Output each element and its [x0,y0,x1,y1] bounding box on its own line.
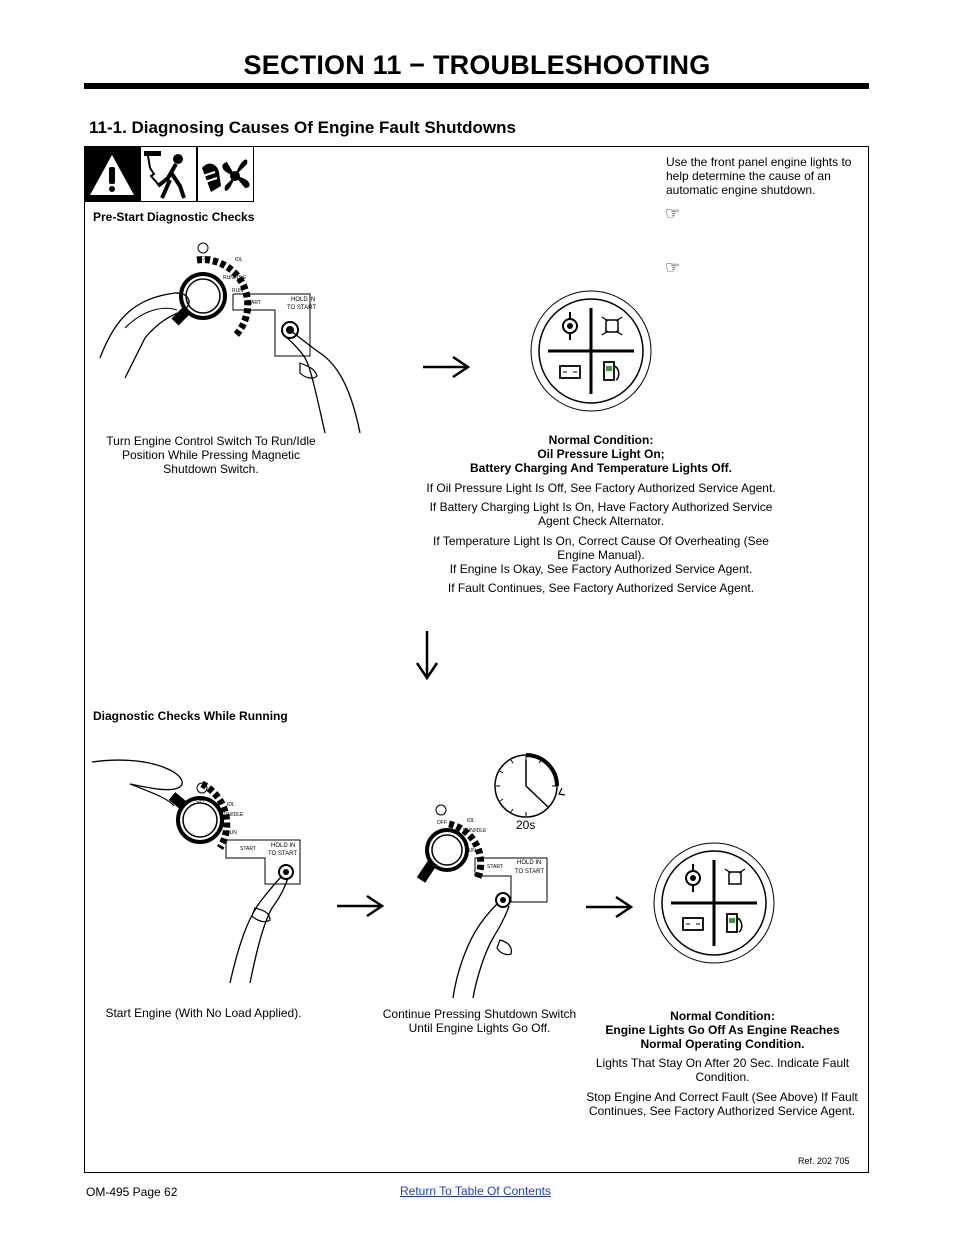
hold-in-label: HOLD IN [291,297,315,303]
note-hand-icon: ☞ [665,204,681,223]
battery-charging-icon [682,917,704,931]
control-panel-illustration: OFF IDL RUN/IDLE RUN START HOLD IN TO ST… [99,242,361,434]
off-label: OFF [201,256,211,262]
hold-in-label: HOLD IN [517,860,541,866]
timer-label: 20s [516,818,536,832]
page-number: OM-495 Page 62 [86,1185,178,1199]
step4-caption: Continue Pressing Shutdown Switch Until … [382,1007,577,1035]
return-to-toc-link[interactable]: Return To Table Of Contents [400,1184,551,1198]
subsection-title: 11-1. Diagnosing Causes Of Engine Fault … [89,118,516,137]
warning-triangle-icon [84,146,140,202]
oil-pressure-icon [685,864,701,892]
temperature-icon [601,316,623,336]
idle-label: IDL [235,257,243,263]
engine-lights-gauge [653,842,775,964]
run-label: RUN [465,848,476,854]
electric-shock-icon [140,146,197,202]
off-label: OFF [437,820,447,826]
arrow-right-icon [586,895,634,919]
step2-line-3b: If Engine Is Okay, See Factory Authorize… [449,562,753,576]
moving-parts-icon [197,146,254,202]
pre-start-label: Pre-Start Diagnostic Checks [93,210,255,224]
run-idle-label: RUN/IDLE [463,828,487,834]
step1-caption: Turn Engine Control Switch To Run/Idle P… [106,434,316,476]
while-running-label: Diagnostic Checks While Running [93,709,288,723]
step2-line-1: If Oil Pressure Light Is Off, See Factor… [426,481,776,495]
to-start-label: TO START [515,869,544,875]
step2-line-4: If Fault Continues, See Factory Authoriz… [447,581,755,595]
off-label: OFF [196,798,206,804]
continue-pressing-illustration: OFF IDL RUN/IDLE RUN START HOLD IN TO ST… [416,804,548,999]
fuel-icon [726,913,743,933]
reference-number: Ref. 202 705 [798,1156,850,1166]
arrow-down-icon [415,631,439,681]
run-idle-label: RUN/IDLE [220,812,244,818]
step2-line-2: If Battery Charging Light Is On, Have Fa… [429,500,773,528]
hold-in-label: HOLD IN [271,843,295,849]
step2-heading-3: Battery Charging And Temperature Lights … [469,461,733,475]
timer-clock-icon [494,753,566,818]
intro-text: Use the front panel engine lights to hel… [666,155,852,197]
start-label: START [240,846,256,852]
step2-heading-2: Oil Pressure Light On; [537,447,665,461]
start-label: START [487,864,503,870]
step5-line-2: Stop Engine And Correct Fault (See Above… [586,1090,858,1118]
battery-charging-icon [559,365,581,379]
panel-labels-1: OFF IDL RUN/IDLE RUN [201,256,247,294]
section-title: SECTION 11 − TROUBLESHOOTING [243,50,711,80]
idle-label: IDL [227,802,235,808]
run-label: RUN [226,830,237,836]
step3-caption: Start Engine (With No Load Applied). [105,1006,302,1020]
start-engine-illustration: OFF IDL RUN/IDLE RUN START HOLD IN TO ST… [91,759,301,984]
title-rule [84,83,869,89]
start-label: START [245,300,261,306]
to-start-label: TO START [268,851,297,857]
idle-label: IDL [467,818,475,824]
fuel-icon [603,361,620,381]
step2-heading-1: Normal Condition: [548,433,654,447]
content-frame [84,146,869,1173]
arrow-right-icon [423,355,471,379]
run-label: RUN [232,288,243,294]
to-start-label: TO START [287,305,316,311]
step5-heading-2: Engine Lights Go Off As Engine Reaches N… [605,1023,840,1051]
oil-pressure-icon [562,312,578,340]
step5-heading-1: Normal Condition: [670,1009,775,1023]
step2-line-3a: If Temperature Light Is On, Correct Caus… [433,534,769,562]
engine-lights-gauge [530,290,652,412]
run-idle-label: RUN/IDLE [223,275,247,281]
arrow-right-icon [337,894,385,918]
note-hand-icon: ☞ [665,258,681,277]
step5-line-1: Lights That Stay On After 20 Sec. Indica… [595,1056,850,1084]
temperature-icon [724,868,746,885]
